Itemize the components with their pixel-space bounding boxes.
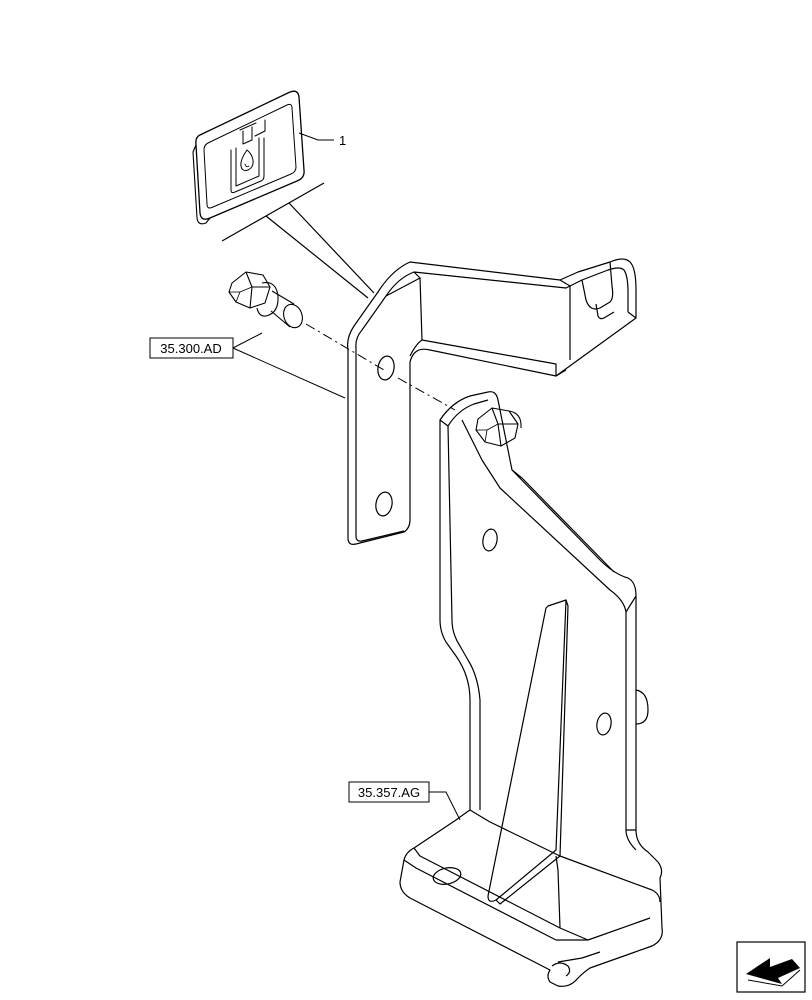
callout-box-bracket: 35.357.AG (348, 781, 430, 803)
upper-bracket (347, 258, 637, 545)
leader-line-bracket (429, 791, 461, 821)
callout-ref-bolt: 35.300.AD (160, 341, 221, 356)
fuel-decal (192, 90, 305, 225)
navigation-arrow-icon[interactable] (736, 941, 806, 993)
callout-item-1: 1 (339, 133, 346, 148)
leader-line-item-1 (298, 132, 334, 141)
fuel-drop-icon (230, 119, 266, 194)
callout-ref-bracket: 35.357.AG (358, 785, 420, 800)
callout-box-bolt: 35.300.AD (149, 337, 234, 359)
leader-line-bolt (232, 332, 346, 399)
assembly-centerline (305, 323, 456, 411)
mounting-indicator (221, 182, 375, 299)
bolt-icon (228, 271, 303, 329)
nut-icon (475, 407, 522, 447)
lower-bracket (399, 391, 663, 987)
